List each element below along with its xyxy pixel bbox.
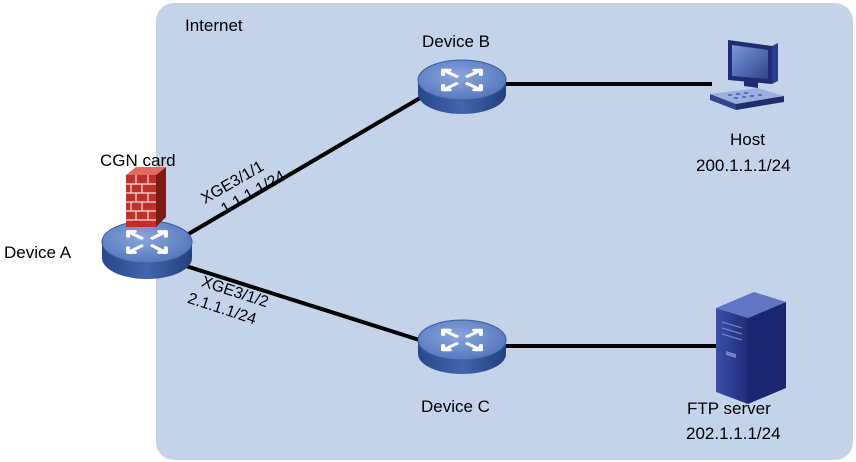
- ftp-server[interactable]: [716, 292, 786, 404]
- host-ip: 200.1.1.1/24: [696, 156, 791, 175]
- internet-label: Internet: [185, 16, 243, 35]
- device-c-label: Device C: [421, 397, 490, 416]
- device-c-router[interactable]: [417, 319, 507, 374]
- link-a-to-c: [185, 264, 433, 346]
- router-icon: [101, 220, 193, 279]
- cgn-card-label: CGN card: [100, 151, 176, 170]
- ftp-server-ip: 202.1.1.1/24: [686, 424, 781, 443]
- ftp-server-label: FTP server: [687, 399, 771, 418]
- server-tower-icon: [716, 292, 786, 404]
- host-label: Host: [730, 130, 765, 149]
- router-icon: [417, 319, 507, 374]
- device-a-label: Device A: [4, 243, 72, 262]
- cgn-card-firewall[interactable]: [126, 167, 166, 227]
- device-a-router[interactable]: [101, 220, 193, 279]
- device-b-label: Device B: [422, 32, 490, 51]
- host-computer[interactable]: [710, 40, 784, 110]
- link-a-to-b: [183, 89, 434, 238]
- firewall-icon: [126, 167, 166, 227]
- router-icon: [417, 59, 507, 114]
- device-b-router[interactable]: [417, 59, 507, 114]
- desktop-computer-icon: [710, 40, 784, 110]
